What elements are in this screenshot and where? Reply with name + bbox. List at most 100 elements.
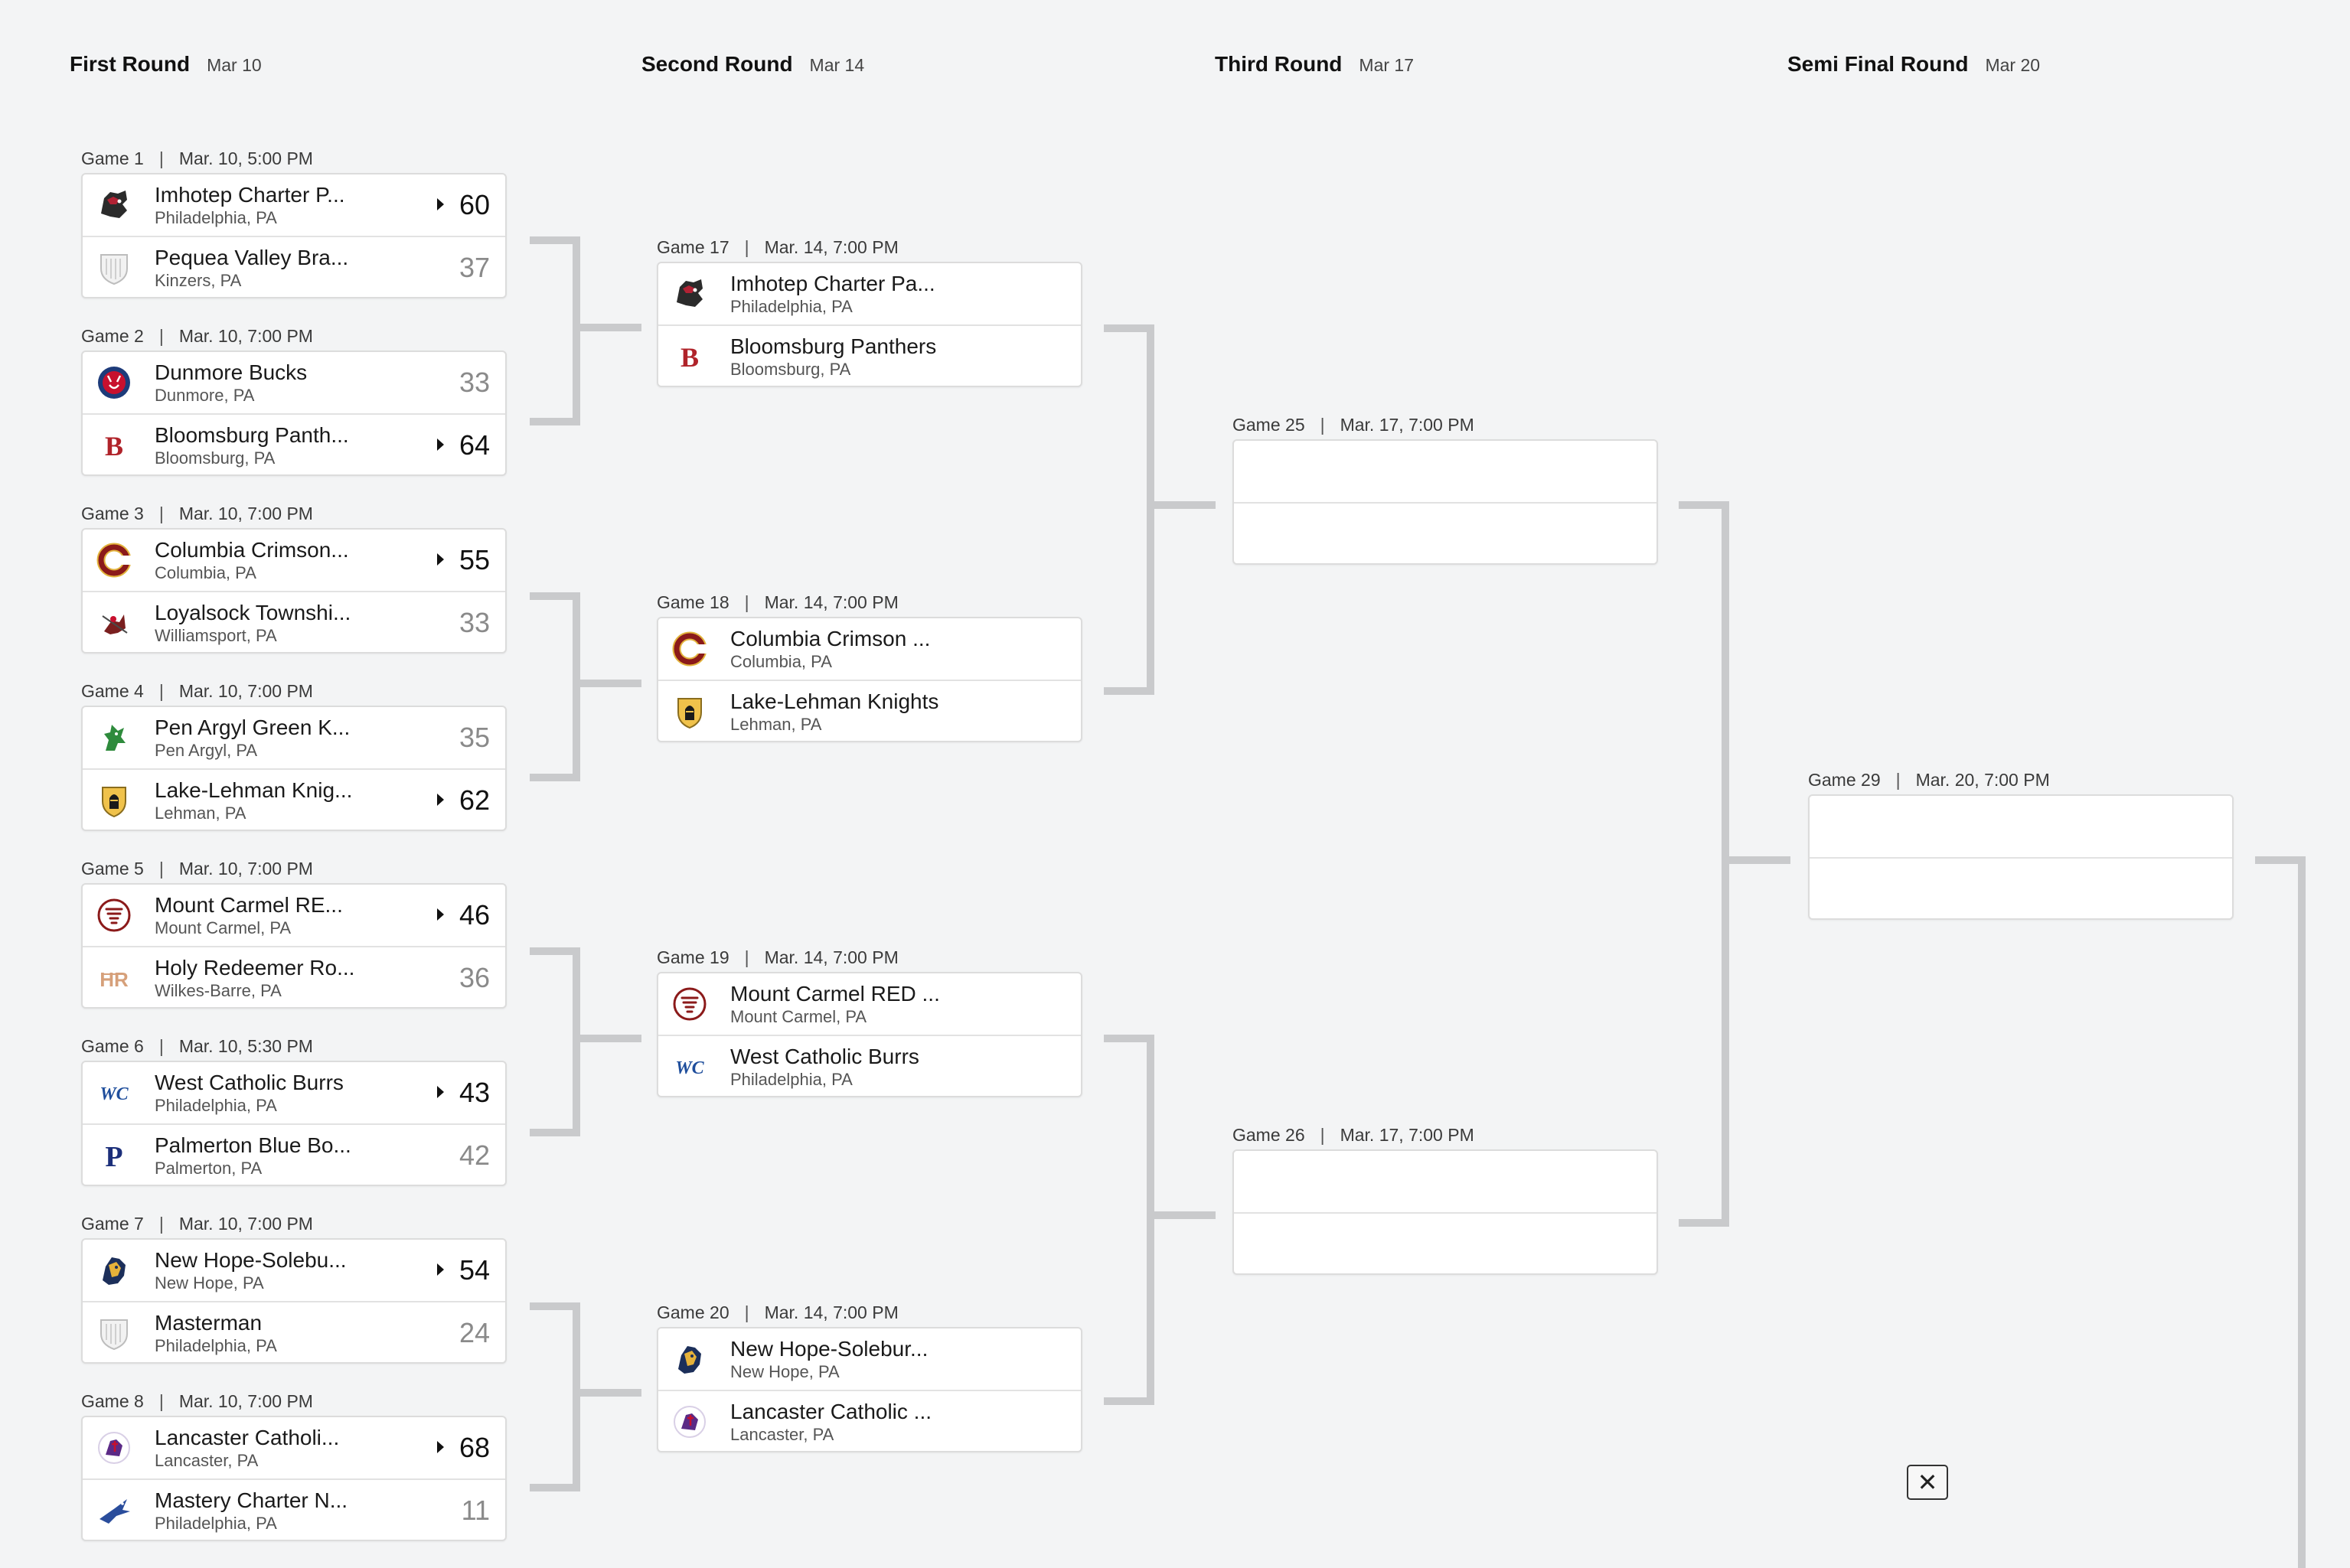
game-time: Mar. 10, 7:00 PM xyxy=(178,504,313,523)
team-name[interactable]: New Hope-Solebur... xyxy=(730,1337,929,1361)
matchup-card[interactable]: Imhotep Charter Pa...Philadelphia, PA B Bl… xyxy=(657,262,1082,387)
team-location: Dunmore, PA xyxy=(155,386,255,405)
team-name[interactable]: Lancaster Catholi... xyxy=(155,1426,340,1449)
team-name[interactable]: Palmerton Blue Bo... xyxy=(155,1133,351,1157)
matchup-card[interactable] xyxy=(1232,1149,1658,1275)
team-name[interactable]: Loyalsock Townshi... xyxy=(155,601,351,624)
team-row-empty[interactable] xyxy=(1234,1212,1656,1275)
team-row[interactable]: Mount Carmel RED ...Mount Carmel, PA xyxy=(658,973,1081,1035)
team-row-empty[interactable] xyxy=(1234,502,1656,565)
game-label: Game 7 xyxy=(81,1214,144,1234)
round-header-first: First Round Mar 10 xyxy=(70,52,262,83)
team-name[interactable]: Mastery Charter N... xyxy=(155,1488,348,1512)
close-button[interactable]: ✕ xyxy=(1907,1465,1948,1500)
game-card[interactable]: Game 29|Mar. 20, 7:00 PM xyxy=(1808,765,2234,920)
team-name[interactable]: Imhotep Charter Pa... xyxy=(730,272,935,295)
game-card[interactable]: Game 25|Mar. 17, 7:00 PM xyxy=(1232,410,1658,565)
team-name[interactable]: New Hope-Solebu... xyxy=(155,1248,347,1272)
team-name[interactable]: Mount Carmel RE... xyxy=(155,893,343,917)
game-label: Game 2 xyxy=(81,326,144,346)
team-score: 54 xyxy=(459,1254,490,1286)
team-name[interactable]: West Catholic Burrs xyxy=(730,1045,919,1068)
team-name[interactable]: West Catholic Burrs xyxy=(155,1071,344,1094)
team-row[interactable]: Lancaster Catholic ...Lancaster, PA xyxy=(658,1390,1081,1452)
team-name[interactable]: Bloomsburg Panth... xyxy=(155,423,349,447)
team-name[interactable]: Imhotep Charter P... xyxy=(155,183,345,207)
team-name[interactable]: Bloomsburg Panthers xyxy=(730,334,937,358)
bracket-connector xyxy=(530,1302,580,1491)
team-row[interactable]: Imhotep Charter Pa...Philadelphia, PA xyxy=(658,263,1081,324)
team-name[interactable]: Dunmore Bucks xyxy=(155,360,308,384)
team-name[interactable]: Lancaster Catholic ... xyxy=(730,1400,932,1423)
matchup-card[interactable] xyxy=(1808,794,2234,920)
game-meta: Game 29|Mar. 20, 7:00 PM xyxy=(1808,765,2234,794)
team-name[interactable]: Mount Carmel RED ... xyxy=(730,982,940,1006)
team-name[interactable]: Lake-Lehman Knig... xyxy=(155,778,353,802)
team-row[interactable]: New Hope-Solebur...New Hope, PA xyxy=(658,1328,1081,1390)
svg-text:B: B xyxy=(105,431,123,461)
matchup-card[interactable] xyxy=(1232,439,1658,565)
bracket-connector xyxy=(2255,856,2306,1568)
team-score: 33 xyxy=(459,607,490,638)
team-row-empty[interactable] xyxy=(1810,857,2232,920)
letter-b-logo: B xyxy=(672,339,707,374)
team-name[interactable]: Holy Redeemer Ro... xyxy=(155,956,355,980)
team-row-empty[interactable] xyxy=(1234,441,1656,502)
team-location: Philadelphia, PA xyxy=(155,1514,277,1533)
team-row-empty[interactable] xyxy=(1234,1151,1656,1212)
team-name[interactable]: Columbia Crimson... xyxy=(155,538,349,562)
team-name[interactable]: Lake-Lehman Knights xyxy=(730,689,939,713)
team-row[interactable]: Columbia Crimson ...Columbia, PA xyxy=(658,618,1081,680)
team-name[interactable]: Pequea Valley Bra... xyxy=(155,246,349,269)
team-name[interactable]: Columbia Crimson ... xyxy=(730,627,931,650)
winner-arrow-icon xyxy=(437,1263,444,1276)
team-name[interactable]: Masterman xyxy=(155,1311,263,1335)
team-row-empty[interactable] xyxy=(1810,796,2232,857)
team-location: Palmerton, PA xyxy=(155,1159,263,1178)
game-card[interactable]: Game 26|Mar. 17, 7:00 PM xyxy=(1232,1120,1658,1275)
team-name[interactable]: Pen Argyl Green K... xyxy=(155,716,351,739)
